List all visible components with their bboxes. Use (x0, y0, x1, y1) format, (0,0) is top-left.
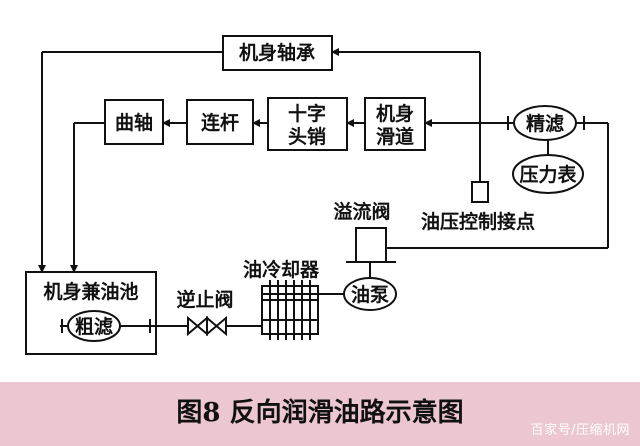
oil-pump-symbol (343, 277, 397, 311)
lubrication-diagram: 机身轴承 曲轴 连杆 十字 头销 机身 滑道 机身兼油池 精滤 压力表 油泵 粗… (25, 35, 609, 355)
slideway-label-1: 机身 (376, 102, 414, 125)
conrod-label: 连杆 (201, 111, 239, 134)
caption-band (0, 382, 640, 446)
slideway-box (364, 97, 426, 151)
fine-filter-symbol (513, 105, 577, 141)
crosshead-box (267, 97, 348, 151)
sump-label: 机身兼油池 (43, 280, 138, 303)
bearing-label: 机身轴承 (239, 41, 315, 64)
pressure-gauge-symbol (512, 154, 584, 194)
figure-caption: 图8 反向润滑油路示意图 (176, 398, 464, 428)
pressure-switch-label: 油压控制接点 (421, 210, 535, 233)
fine-filter-label: 精滤 (526, 112, 564, 135)
sump-box (25, 271, 157, 355)
oil-cooler-symbol (261, 280, 319, 340)
check-valve-symbol (187, 315, 227, 337)
pressure-gauge-label: 压力表 (519, 163, 577, 186)
crankshaft-box (104, 99, 164, 145)
coarse-filter-symbol (67, 310, 121, 342)
slideway-label-2: 滑道 (376, 125, 414, 148)
pressure-switch-symbol (471, 181, 489, 203)
relief-valve-label: 溢流阀 (333, 200, 390, 223)
crosshead-label-2: 头销 (288, 125, 326, 148)
conrod-box (186, 99, 254, 145)
crosshead-label-1: 十字 (288, 102, 326, 125)
watermark: 百家号/压缩机网 (530, 423, 630, 438)
crankshaft-label: 曲轴 (115, 111, 153, 134)
relief-valve-symbol (355, 227, 387, 263)
bearing-box (222, 35, 333, 71)
oil-cooler-label: 油冷却器 (243, 258, 320, 281)
coarse-filter-label: 粗滤 (75, 315, 113, 338)
check-valve-label: 逆止阀 (176, 288, 233, 311)
oil-pump-label: 油泵 (351, 284, 389, 306)
